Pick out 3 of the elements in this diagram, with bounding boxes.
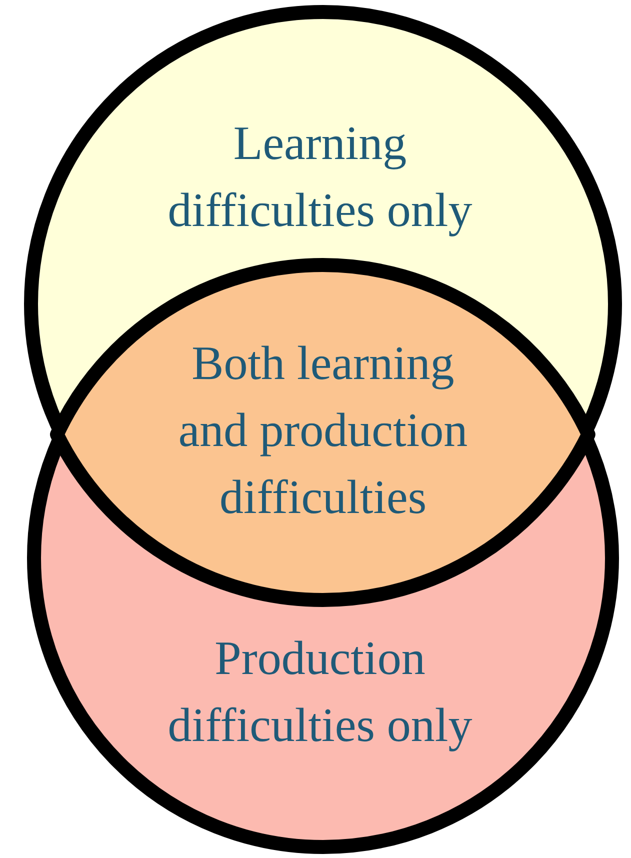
region-label: Learning difficulties only <box>166 116 474 239</box>
region-label: Both learning and production difficulties <box>177 336 469 526</box>
region-label: Production difficulties only <box>166 631 474 754</box>
